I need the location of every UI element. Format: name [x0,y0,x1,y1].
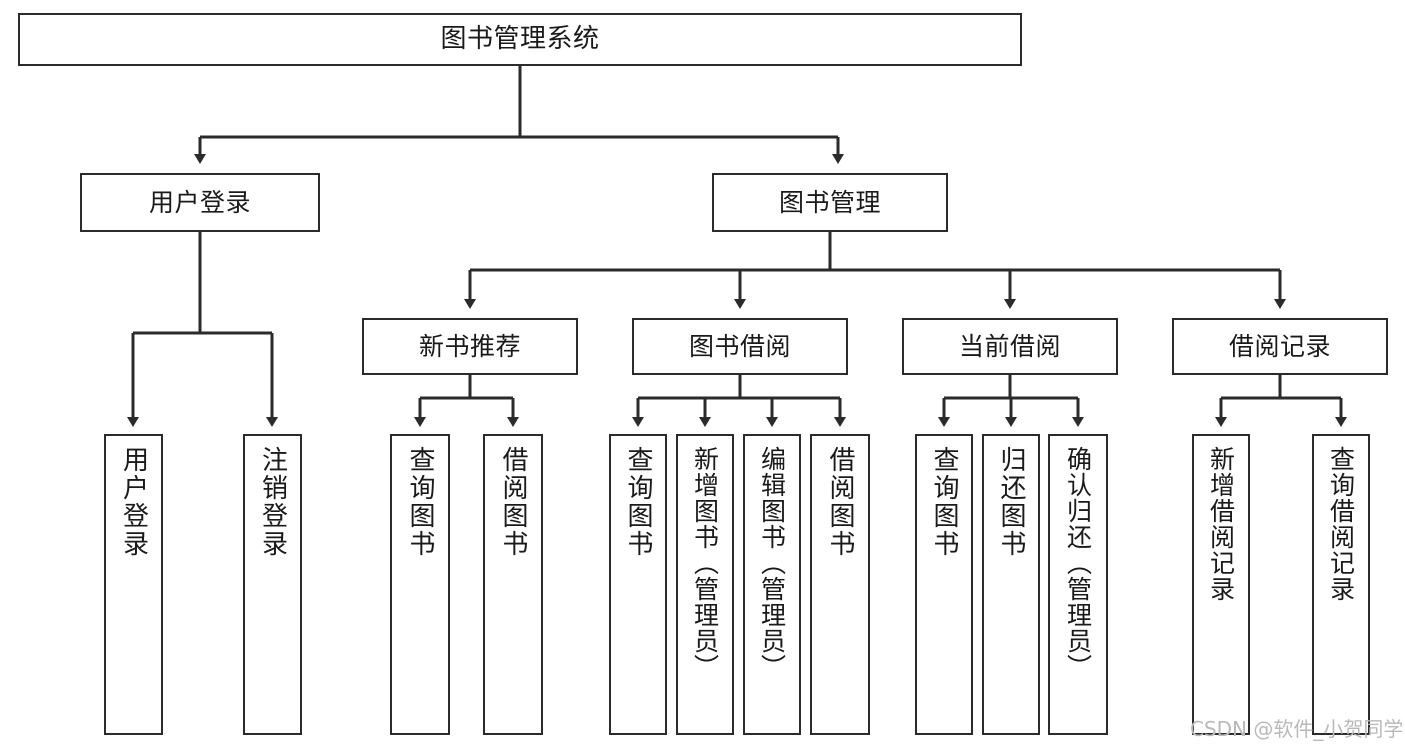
node-label: 注销登录 [257,446,288,558]
node-label: 查询图书 [405,446,435,558]
leaf-user-login[interactable]: 用户登录 [104,434,163,735]
node-label: 借阅记录 [1228,331,1331,361]
node-label: 当前借阅 [958,331,1061,361]
leaf-borrow-books-newbook[interactable]: 借阅图书 [483,434,543,735]
node-new-book-recommendation[interactable]: 新书推荐 [362,318,578,375]
node-label: 确认归还（管理员） [1063,446,1093,680]
node-label: 查询图书 [929,446,959,558]
leaf-query-books-borrow[interactable]: 查询图书 [609,434,667,735]
node-book-management[interactable]: 图书管理 [712,173,948,232]
node-label: 编辑图书（管理员） [757,446,787,680]
leaf-query-borrow-record[interactable]: 查询借阅记录 [1312,434,1370,735]
node-label: 归还图书 [996,446,1026,558]
node-label: 用户登录 [118,446,149,558]
leaf-return-books[interactable]: 归还图书 [982,434,1040,735]
node-label: 借阅图书 [825,446,855,558]
node-root-book-management-system[interactable]: 图书管理系统 [18,13,1022,66]
node-current-borrowing[interactable]: 当前借阅 [902,318,1118,375]
node-borrowing-records[interactable]: 借阅记录 [1172,318,1388,375]
watermark-text: CSDN @软件_小贺同学 [1190,717,1404,741]
node-label: 新增图书（管理员） [690,446,720,680]
node-book-borrowing[interactable]: 图书借阅 [632,318,848,375]
leaf-edit-book-admin[interactable]: 编辑图书（管理员） [743,434,801,735]
node-user-login[interactable]: 用户登录 [80,173,320,232]
node-label: 图书管理 [778,187,881,217]
node-label: 用户登录 [148,187,251,217]
leaf-query-books-newbook[interactable]: 查询图书 [390,434,450,735]
leaf-borrow-books[interactable]: 借阅图书 [810,434,870,735]
leaf-confirm-return-admin[interactable]: 确认归还（管理员） [1048,434,1108,735]
node-label: 查询图书 [623,446,653,558]
leaf-add-book-admin[interactable]: 新增图书（管理员） [676,434,734,735]
node-label: 图书借阅 [688,331,791,361]
leaf-logout[interactable]: 注销登录 [243,434,302,735]
leaf-add-borrow-record[interactable]: 新增借阅记录 [1192,434,1250,735]
node-label: 新书推荐 [418,331,521,361]
node-label: 借阅图书 [498,446,528,558]
node-label: 查询借阅记录 [1326,446,1356,602]
leaf-query-books-current[interactable]: 查询图书 [915,434,973,735]
node-label: 新增借阅记录 [1206,446,1236,602]
node-label: 图书管理系统 [440,24,600,55]
